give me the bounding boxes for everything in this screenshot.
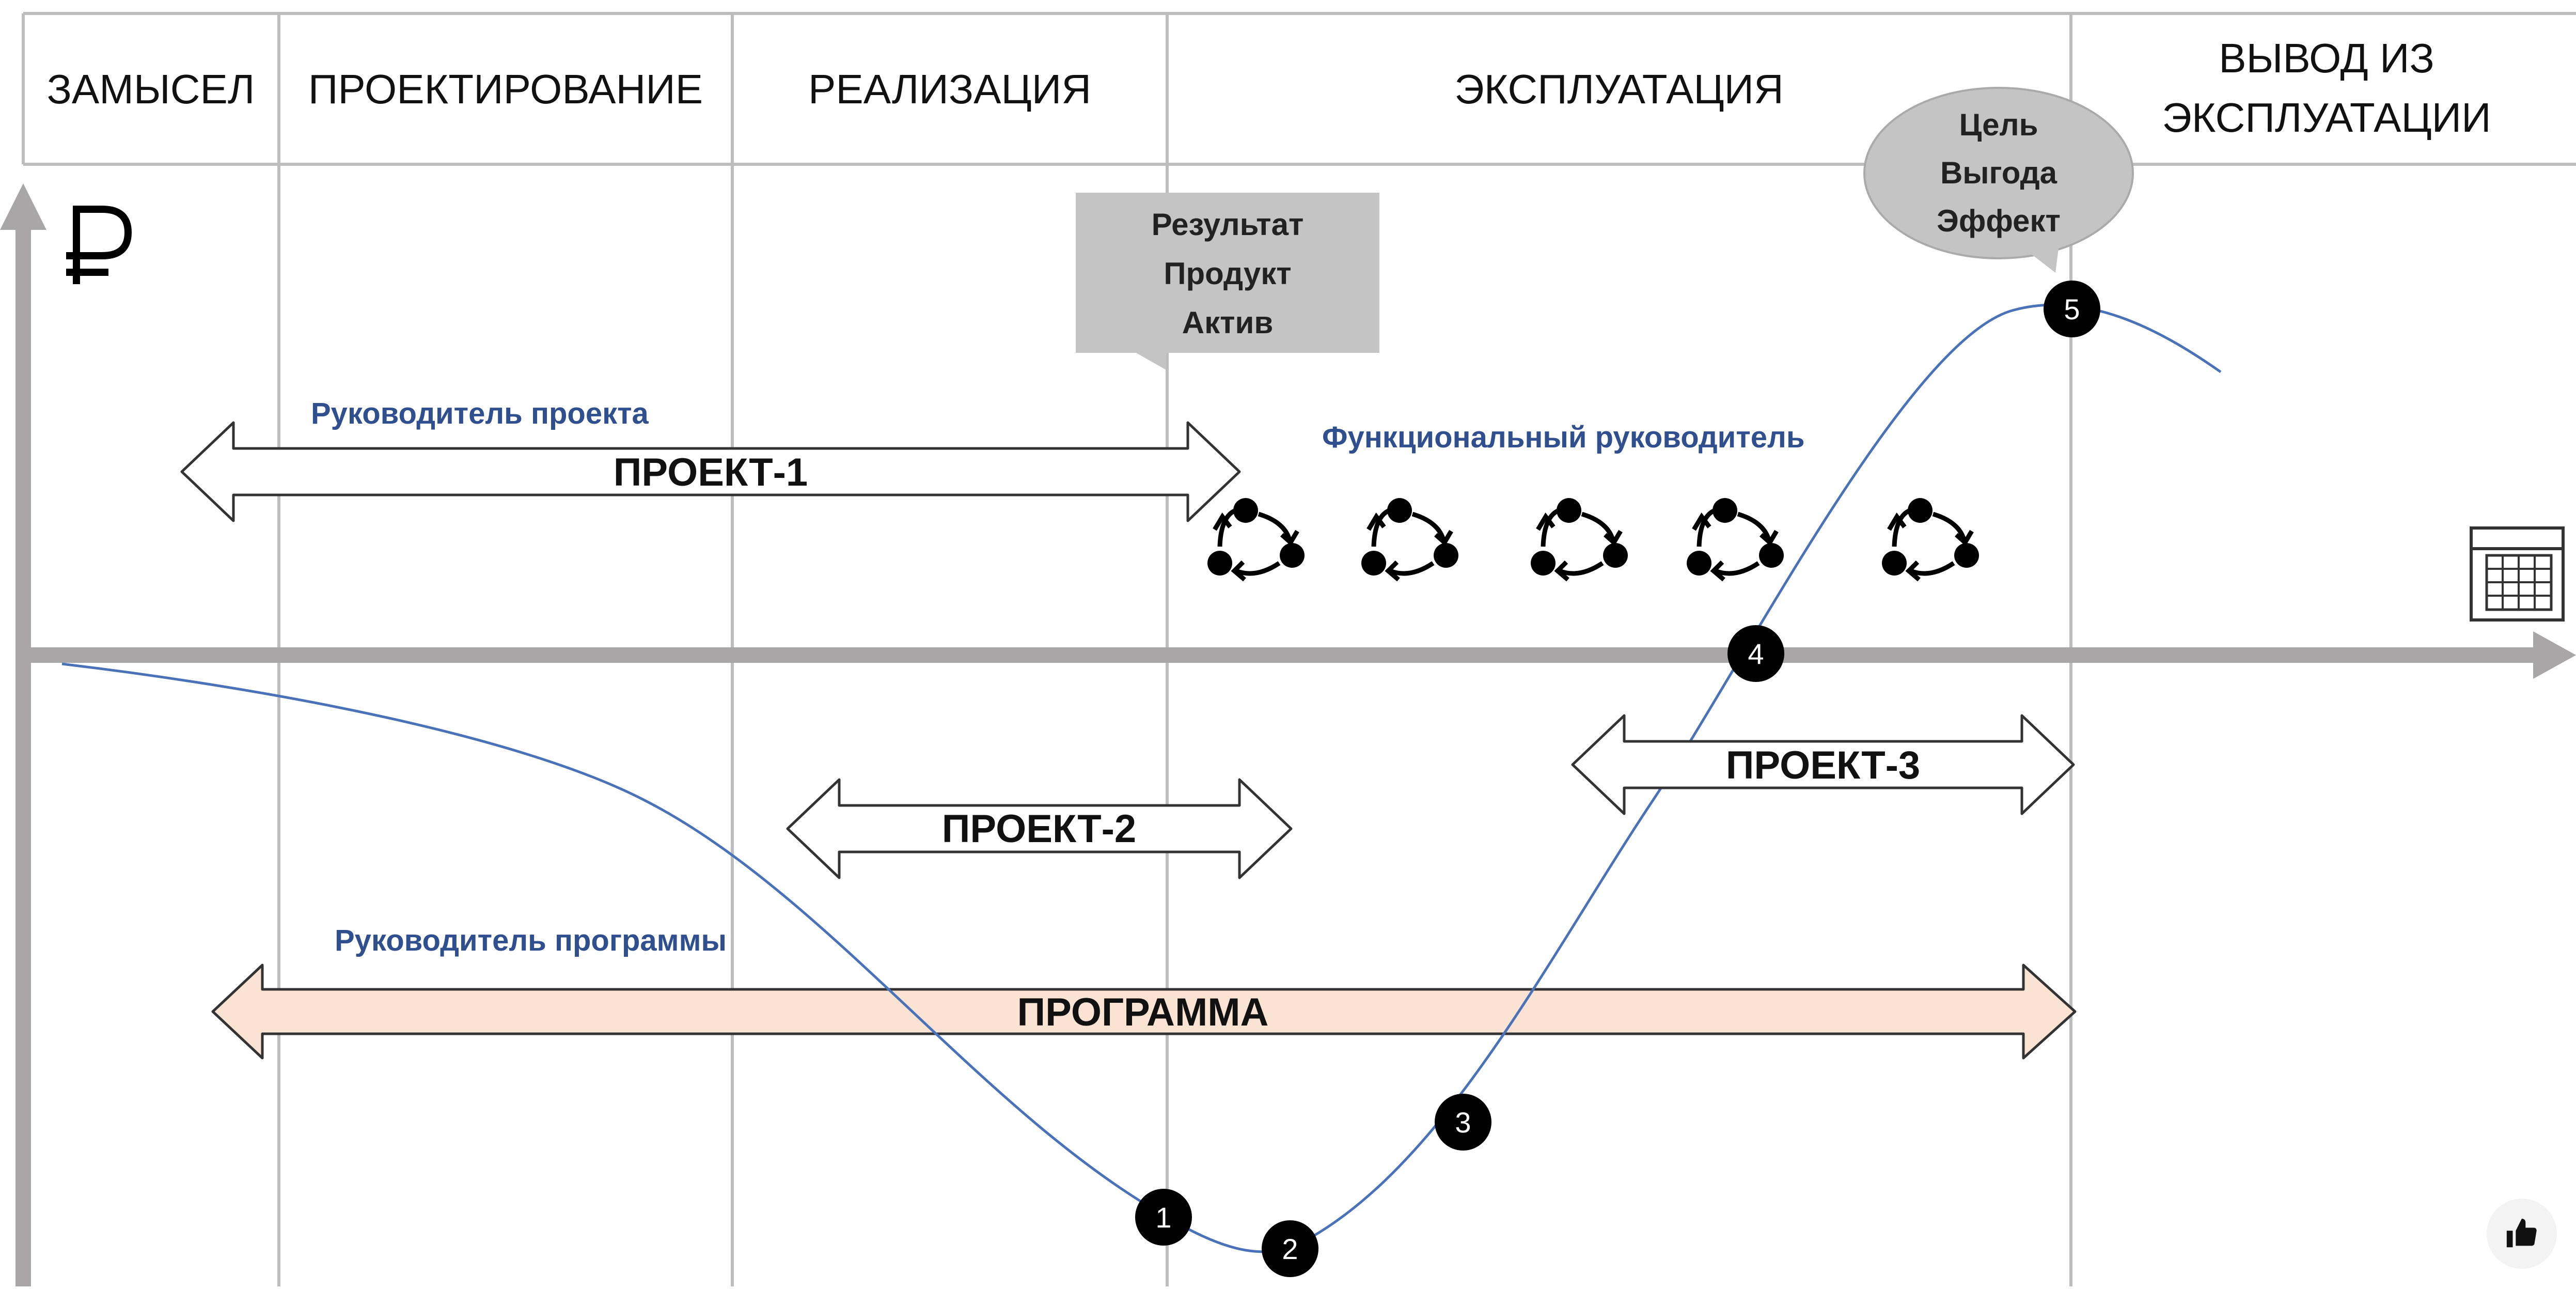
x-axis (23, 631, 2576, 679)
svg-text:2: 2 (1282, 1233, 1298, 1265)
project-3-label: ПРОЕКТ-3 (1726, 743, 1920, 787)
like-button[interactable] (2487, 1199, 2557, 1269)
milestone-1: 1 (1135, 1189, 1192, 1246)
milestone-2: 2 (1262, 1220, 1318, 1277)
cycle-icon (1531, 498, 1628, 580)
phase-decommission-line-1: ВЫВОД ИЗ (2219, 35, 2434, 81)
project-1-arrow (180, 421, 1241, 522)
phase-design: ПРОЕКТИРОВАНИЕ (308, 66, 703, 112)
project-3-arrow (1571, 714, 2075, 815)
result-callout (1076, 193, 1379, 370)
program-arrow (211, 964, 2077, 1060)
milestone-5: 5 (2044, 281, 2100, 337)
goal-callout-line-1: Цель (1959, 107, 2038, 142)
calendar-icon (2470, 526, 2565, 622)
program-label: ПРОГРАММА (1017, 990, 1269, 1034)
result-callout-line-2: Продукт (1164, 256, 1291, 291)
phase-implementation: РЕАЛИЗАЦИЯ (808, 66, 1091, 112)
y-axis (0, 183, 46, 1286)
milestone-4: 4 (1727, 625, 1784, 682)
result-callout-line-1: Результат (1152, 207, 1304, 242)
result-callout-line-3: Актив (1182, 305, 1274, 340)
cycle-icon (1882, 498, 1979, 580)
cycle-icon (1687, 498, 1784, 580)
goal-callout-line-2: Выгода (1940, 156, 2057, 190)
thumbs-up-icon (2506, 1218, 2537, 1248)
project-2-arrow (786, 778, 1293, 879)
project-1-label: ПРОЕКТ-1 (614, 451, 808, 494)
cycle-icon (1361, 498, 1458, 580)
phase-concept: ЗАМЫСЕЛ (47, 66, 255, 112)
project-2-label: ПРОЕКТ-2 (942, 807, 1136, 851)
phase-operation: ЭКСПЛУАТАЦИЯ (1454, 66, 1784, 112)
svg-text:3: 3 (1455, 1106, 1471, 1139)
svg-text:5: 5 (2064, 293, 2080, 325)
role-project-manager: Руководитель проекта (311, 397, 649, 430)
goal-callout-line-3: Эффект (1937, 204, 2061, 238)
role-program-manager: Руководитель программы (335, 924, 727, 957)
phase-decommission-line-2: ЭКСПЛУАТАЦИИ (2162, 95, 2491, 141)
goal-callout (1863, 87, 2134, 273)
ruble-icon (66, 206, 132, 284)
svg-text:4: 4 (1748, 638, 1764, 670)
svg-text:1: 1 (1155, 1201, 1171, 1234)
milestone-3: 3 (1435, 1094, 1491, 1151)
cycle-icon (1207, 498, 1305, 580)
role-functional-manager: Функциональный руководитель (1322, 421, 1805, 454)
